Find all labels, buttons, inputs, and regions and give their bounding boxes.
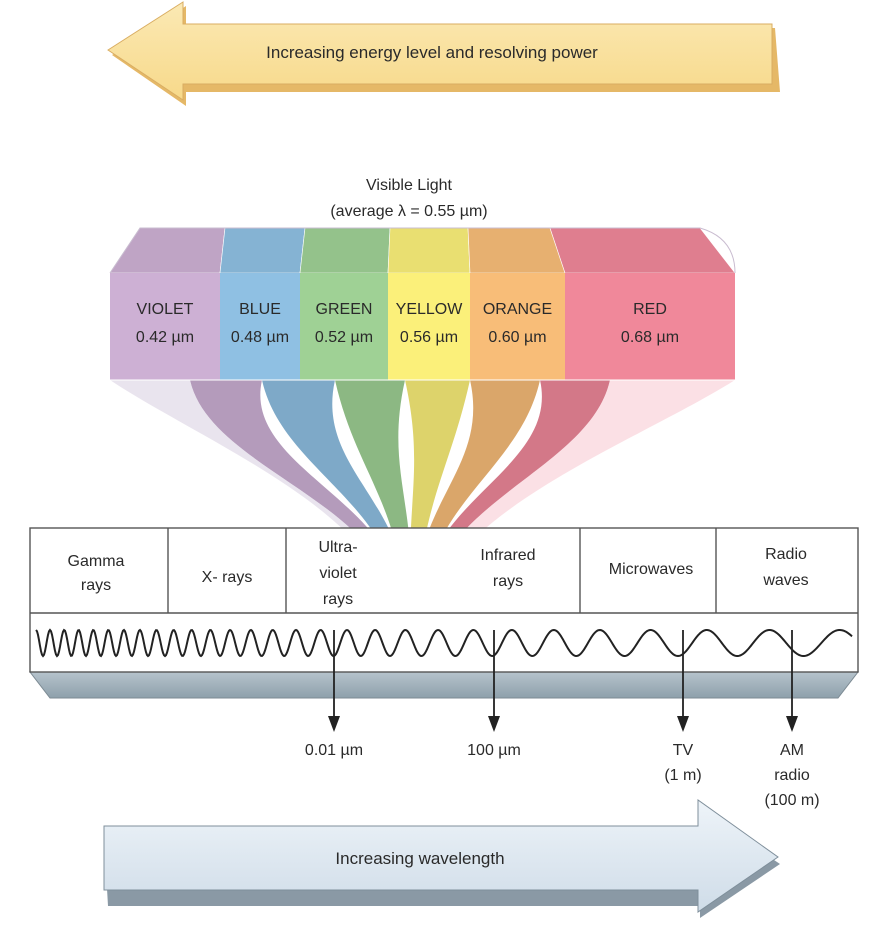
region-label: waves xyxy=(762,572,808,589)
prism-top-face xyxy=(109,227,736,274)
funnel-beam-blue xyxy=(262,380,407,612)
band-violet xyxy=(110,273,220,380)
wavelength-markers: 0.01 µm 100 µm TV (1 m) AM radio (100 m) xyxy=(305,630,820,809)
marker-label: radio xyxy=(774,767,810,784)
band-name: YELLOW xyxy=(396,301,464,318)
band-orange xyxy=(470,273,565,380)
prism-top-edge xyxy=(109,227,736,274)
band-wavelength: 0.52 µm xyxy=(315,329,373,346)
region-label: Infrared xyxy=(480,547,535,564)
band-blue xyxy=(220,273,300,380)
band-name: ORANGE xyxy=(483,301,552,318)
region-label: Radio xyxy=(765,546,807,563)
region-label: X- rays xyxy=(202,569,253,586)
marker-arrowhead xyxy=(328,716,340,732)
region-label: Ultra- xyxy=(318,539,357,556)
visible-light-title: Visible Light xyxy=(366,177,453,194)
band-name: VIOLET xyxy=(137,301,194,318)
marker-label: 0.01 µm xyxy=(305,742,363,759)
funnel-beam-red xyxy=(420,380,610,612)
wavelength-arrow: Increasing wavelength xyxy=(103,799,780,918)
prism-top-green xyxy=(299,227,391,274)
band-wavelength: 0.60 µm xyxy=(488,329,546,346)
band-wavelength: 0.48 µm xyxy=(231,329,289,346)
region-dividers xyxy=(167,528,717,613)
region-label: rays xyxy=(493,573,523,590)
band-wavelength: 0.68 µm xyxy=(621,329,679,346)
energy-arrow-label: Increasing energy level and resolving po… xyxy=(266,43,598,62)
band-yellow xyxy=(388,273,470,380)
band-wavelength: 0.56 µm xyxy=(400,329,458,346)
funnel-beam-orange xyxy=(415,380,540,612)
marker-label: TV xyxy=(673,742,694,759)
spectrum-box-bottom-strip xyxy=(28,671,860,699)
prism-top-orange xyxy=(467,227,566,274)
region-label: Microwaves xyxy=(609,561,693,578)
visible-light-subtitle: (average λ = 0.55 µm) xyxy=(330,203,487,220)
prism-top-yellow xyxy=(387,227,471,274)
energy-arrow-body xyxy=(107,1,773,101)
marker-arrowhead xyxy=(677,716,689,732)
band-red xyxy=(565,273,735,380)
band-wavelength: 0.42 µm xyxy=(136,329,194,346)
funnel-beam-green xyxy=(335,380,412,612)
prism-front-face: VIOLET 0.42 µm BLUE 0.48 µm GREEN 0.52 µm YELL… xyxy=(110,273,735,381)
region-labels: Gamma rays X- rays Ultra-violet rays Infrared… xyxy=(68,539,809,608)
marker-label: 100 µm xyxy=(467,742,521,759)
region-label: Gamma xyxy=(68,553,125,570)
marker-label: AM xyxy=(780,742,804,759)
region-label: rays xyxy=(323,591,353,608)
wavelength-arrow-body xyxy=(103,799,779,913)
funnel-beam-violet xyxy=(190,380,402,612)
region-label: rays xyxy=(81,577,111,594)
region-label: violet xyxy=(319,565,357,582)
energy-arrow: Increasing energy level and resolving po… xyxy=(107,1,780,106)
band-name: RED xyxy=(633,301,667,318)
band-name: GREEN xyxy=(316,301,373,318)
band-name: BLUE xyxy=(239,301,281,318)
prism-top-blue xyxy=(219,227,306,274)
marker-arrowhead xyxy=(488,716,500,732)
spectrum-box-frame xyxy=(29,527,859,673)
band-green xyxy=(300,273,388,380)
spectrum-box: Gamma rays X- rays Ultra-violet rays Infrared… xyxy=(28,527,860,699)
prism-top-red xyxy=(549,227,736,274)
prism-top-violet xyxy=(109,227,226,274)
marker-label: (100 m) xyxy=(764,792,819,809)
wavelength-arrow-label: Increasing wavelength xyxy=(335,849,504,868)
wave-line xyxy=(35,628,853,658)
marker-arrowhead xyxy=(786,716,798,732)
marker-label: (1 m) xyxy=(664,767,701,784)
